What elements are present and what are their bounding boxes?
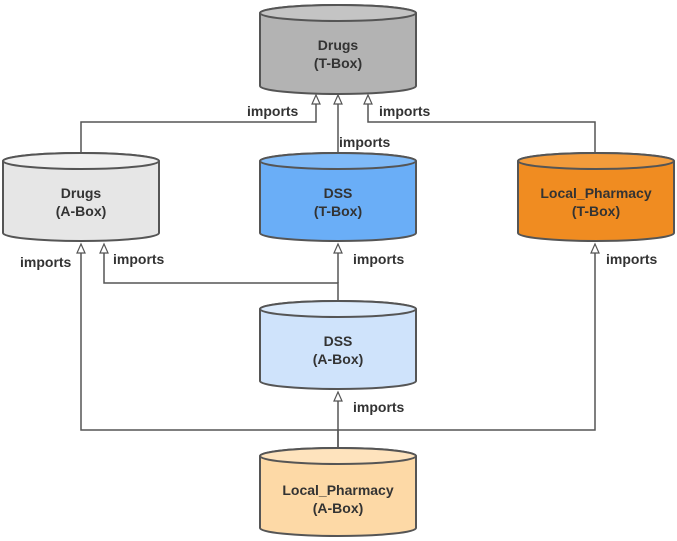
- edge-label-dss-abox-to-drugs-abox: imports: [113, 251, 165, 267]
- arrowhead-drugs-tbox-center: [333, 93, 343, 105]
- node-title: Local_Pharmacy: [540, 185, 651, 201]
- edge-label-drugs-abox-to-drugs-tbox: imports: [247, 103, 299, 119]
- node-title: DSS: [324, 333, 353, 349]
- node-subtitle: (A-Box): [313, 500, 364, 516]
- node-subtitle: (A-Box): [313, 351, 364, 367]
- cylinder-top: [517, 152, 675, 170]
- cylinder-top: [259, 4, 417, 22]
- edge-label-dss-tbox-to-drugs-tbox: imports: [339, 134, 391, 150]
- node-subtitle: (T-Box): [572, 203, 620, 219]
- edge-label-pharmacy-abox-to-pharmacy-tbox: imports: [606, 251, 658, 267]
- cylinder-top: [259, 300, 417, 318]
- node-title: Drugs: [61, 185, 102, 201]
- connector-pharmacy-abox-to-pharmacy-tbox: [338, 245, 596, 431]
- node-pharmacy-abox[interactable]: Local_Pharmacy (A-Box): [259, 447, 417, 537]
- node-drugs-tbox[interactable]: Drugs (T-Box): [259, 4, 417, 95]
- arrowhead-drugs-tbox-left: [311, 93, 321, 105]
- node-title: DSS: [324, 185, 353, 201]
- node-subtitle: (T-Box): [314, 203, 362, 219]
- cylinder-top: [259, 152, 417, 170]
- node-subtitle: (A-Box): [56, 203, 107, 219]
- arrowhead-drugs-abox-outer: [76, 242, 86, 254]
- node-subtitle: (T-Box): [314, 55, 362, 71]
- connector-drugs-abox-to-drugs-tbox: [80, 96, 317, 153]
- node-dss-abox[interactable]: DSS (A-Box): [259, 300, 417, 390]
- edge-label-dss-abox-to-dss-tbox: imports: [353, 251, 405, 267]
- node-dss-tbox[interactable]: DSS (T-Box): [259, 152, 417, 242]
- node-title: Drugs: [318, 37, 359, 53]
- arrowhead-pharmacy-tbox: [590, 242, 600, 254]
- connector-dss-abox-to-drugs-abox: [103, 245, 339, 300]
- arrowhead-drugs-tbox-right: [363, 93, 373, 105]
- arrowhead-drugs-abox-inner: [99, 242, 109, 254]
- node-pharmacy-tbox[interactable]: Local_Pharmacy (T-Box): [517, 152, 675, 242]
- edge-label-pharmacy-abox-to-dss-abox: imports: [353, 399, 405, 415]
- cylinder-top: [2, 152, 160, 170]
- connector-pharmacy-tbox-to-drugs-tbox: [367, 96, 596, 153]
- edge-label-pharmacy-abox-to-drugs-abox: imports: [20, 254, 72, 270]
- node-drugs-abox[interactable]: Drugs (A-Box): [1, 152, 160, 242]
- cylinder-top: [259, 447, 417, 465]
- edge-label-pharmacy-tbox-to-drugs-tbox: imports: [379, 103, 431, 119]
- arrowhead-dss-tbox: [333, 242, 343, 254]
- node-title: Local_Pharmacy: [282, 482, 393, 498]
- arrowhead-dss-abox: [333, 390, 343, 402]
